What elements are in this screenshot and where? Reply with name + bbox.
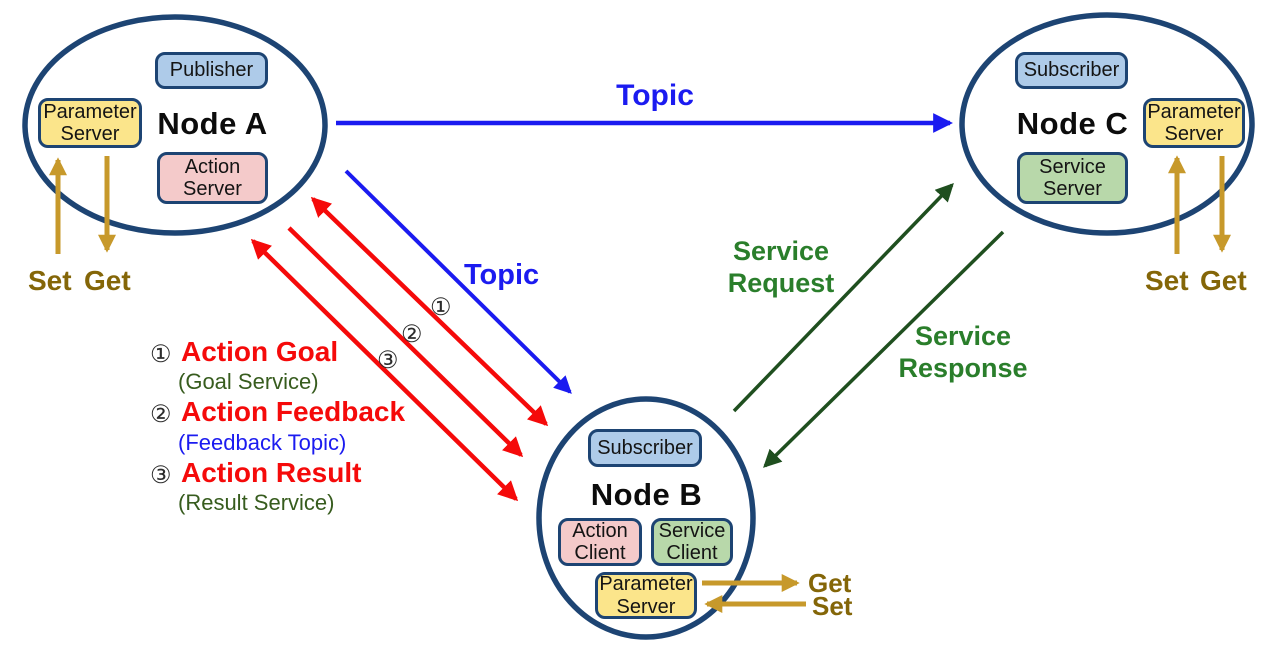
node-b-service-client-box: Service Client [651,518,733,566]
node-a-ellipse [22,14,328,236]
node-a-parameter-server-box: Parameter Server [38,98,142,148]
topic-main-label: Topic [616,79,694,112]
legend-item-2-subtitle: (Feedback Topic) [178,430,347,455]
node-c-get-label: Get [1200,265,1247,296]
legend-item-1-title: Action Goal [181,336,339,367]
node-c-title: Node C [1016,106,1129,141]
action-goal-arrow-number: ① [430,294,452,321]
node-a-action-server-box: Action Server [157,152,268,204]
node-b-subscriber-box: Subscriber [588,429,702,467]
node-b-set-label: Set [812,591,853,621]
legend-item-3-subtitle: (Result Service) [178,490,335,515]
node-a-get-label: Get [84,265,131,296]
legend-item-3-number: ③ [150,462,172,489]
node-c-ellipse [959,12,1255,236]
node-a-title: Node A [157,106,268,141]
node-b-action-client-box: Action Client [558,518,642,566]
node-c-parameter-server-box: Parameter Server [1143,98,1245,148]
legend-item-2-number: ② [150,401,172,428]
node-b-get-label: Get [808,568,852,598]
action-result-arrow-number: ③ [377,347,399,374]
node-c-set-label: Set [1145,265,1189,296]
action-feedback-arrow-number: ② [401,321,423,348]
topic-diagonal-label: Topic [464,259,540,291]
node-c-service-server-box: Service Server [1017,152,1128,204]
node-c-subscriber-box: Subscriber [1015,52,1128,89]
node-a-set-label: Set [28,265,72,296]
legend-item-2-title: Action Feedback [181,396,406,427]
legend-item-1-number: ① [150,341,172,368]
service-request-label: Service Request [727,236,835,298]
node-a-publisher-box: Publisher [155,52,268,89]
action-result-arrow [250,238,519,502]
node-b-parameter-server-box: Parameter Server [595,572,697,619]
node-b-title: Node B [590,477,703,512]
legend-item-3-title: Action Result [181,457,362,488]
service-response-arrow [763,230,1005,468]
node-b-ellipse [536,396,756,640]
service-response-label: Service Response [898,321,1028,383]
service-request-arrow [732,183,954,413]
legend-item-1-subtitle: (Goal Service) [178,369,319,394]
